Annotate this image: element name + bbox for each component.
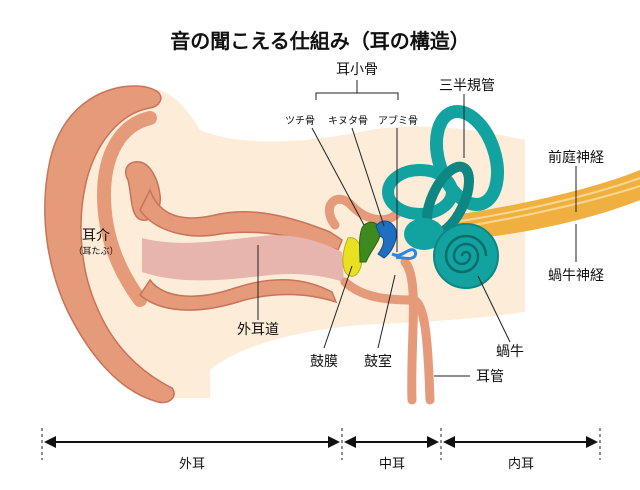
- section-outer-ear: 外耳: [179, 457, 205, 472]
- eardrum-shape: [342, 237, 363, 277]
- label-eardrum: 鼓膜: [310, 354, 338, 370]
- label-tympanic-cavity: 鼓室: [364, 353, 392, 370]
- label-auricle-reading: （耳たぶ）: [73, 246, 118, 257]
- page-title: 音の聞こえる仕組み（耳の構造）: [170, 29, 469, 53]
- section-ruler: [41, 428, 601, 460]
- label-auricle: 耳介: [82, 228, 110, 244]
- label-stapes: アブミ骨: [378, 114, 418, 127]
- incus-leader: [351, 127, 385, 227]
- eustachian-tube-inner: [340, 277, 435, 405]
- label-semicircular-canals: 三半規管: [439, 78, 495, 94]
- eustachian-tube: [400, 257, 418, 405]
- malleus-shape: [359, 221, 381, 263]
- label-incus: キヌタ骨: [328, 115, 368, 127]
- cochlea-leader: [477, 275, 511, 343]
- cochlea-shape: [433, 223, 499, 289]
- label-ear-canal: 外耳道: [237, 322, 279, 338]
- section-middle-ear: 中耳: [379, 457, 405, 472]
- tympanic-cavity-wall: [324, 194, 405, 230]
- semicircular-canal-1: [430, 105, 504, 211]
- label-vestibular-nerve: 前庭神経: [548, 149, 604, 166]
- incus-shape: [375, 220, 397, 259]
- stapes-shape: [391, 248, 418, 261]
- leader-lines: [257, 80, 577, 377]
- eardrum-leader: [323, 265, 353, 349]
- label-eustachian-tube: 耳管: [476, 369, 504, 385]
- label-ear-ossicles: 耳小骨: [336, 62, 378, 78]
- canal-cartilage-lower: [139, 278, 338, 311]
- vestibule: [404, 218, 444, 250]
- cochlea-spiral: [444, 234, 488, 274]
- label-cochlear-nerve: 蝸牛神経: [548, 268, 604, 284]
- label-malleus: ツチ骨: [285, 115, 315, 127]
- canal-cartilage-upper: [139, 188, 343, 251]
- tympanic-leader: [377, 274, 396, 349]
- auricle-shape: [44, 85, 175, 404]
- malleus-leader: [311, 127, 365, 226]
- label-cochlea: 蝸牛: [496, 344, 524, 360]
- section-inner-ear: 内耳: [508, 456, 534, 472]
- ear-canal-lumen: [142, 235, 344, 282]
- ossicle-bracket: [315, 80, 399, 100]
- auricle-inner-fold: [96, 111, 157, 307]
- semicircular-canal-2: [382, 164, 458, 220]
- vestibular-nerve-fibers: [454, 177, 640, 229]
